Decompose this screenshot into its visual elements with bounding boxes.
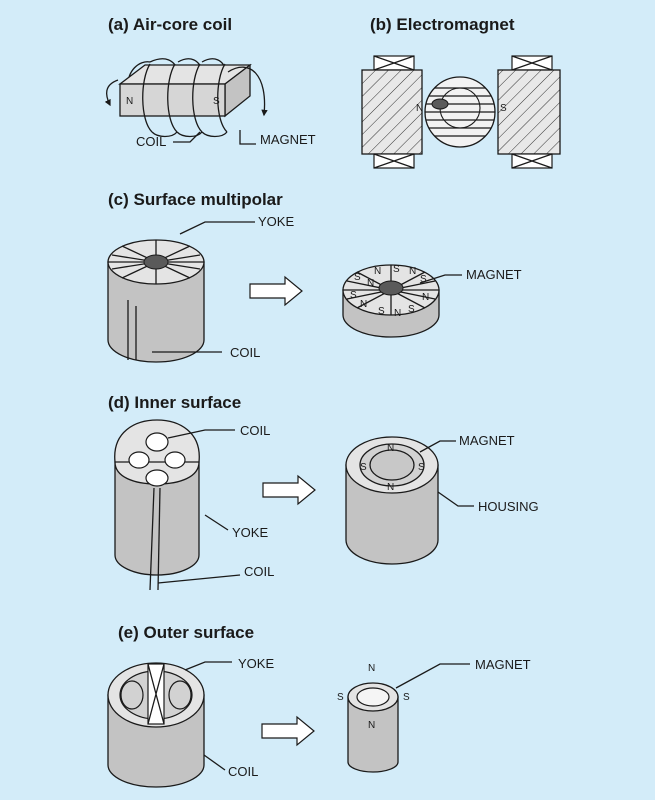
pole-label: S	[378, 306, 385, 317]
pole-label: S	[420, 274, 427, 285]
pole-label: S	[408, 304, 415, 315]
outer-surface-yoke	[107, 662, 205, 788]
pole-label: S	[350, 290, 357, 301]
multipolar-yoke	[107, 239, 205, 363]
pole-s: S	[213, 96, 220, 107]
inner-surface-yoke	[114, 419, 200, 591]
label-coil: COIL	[136, 134, 166, 149]
pole-label: N	[368, 720, 375, 731]
housing-with-inner-magnet: N S N S	[345, 436, 439, 565]
pole-label: N	[368, 663, 375, 674]
label-yoke: YOKE	[238, 656, 274, 671]
panel-d-inner-surface: (d) Inner surface COIL YOKE COIL N	[108, 393, 539, 591]
transform-arrow	[249, 275, 303, 307]
pole-label: N	[387, 482, 394, 493]
pole-label: S	[403, 692, 410, 703]
label-housing: HOUSING	[478, 499, 539, 514]
pole-label: N	[409, 266, 416, 277]
panel-b-electromagnet: (b) Electromagnet	[361, 15, 561, 169]
label-coil: COIL	[230, 345, 260, 360]
transform-arrow	[261, 715, 315, 747]
pole-label: N	[374, 266, 381, 277]
label-magnet: MAGNET	[475, 657, 531, 672]
label-magnet: MAGNET	[459, 433, 515, 448]
label-coil-bottom: COIL	[244, 564, 274, 579]
label-magnet: MAGNET	[260, 132, 316, 147]
pole-label: S	[393, 264, 400, 275]
pole-label: S	[360, 462, 367, 473]
pole-label: S	[418, 462, 425, 473]
pole-label: N	[422, 292, 429, 303]
transform-arrow	[262, 474, 316, 506]
pole-s: S	[500, 103, 507, 114]
label-yoke: YOKE	[232, 525, 268, 540]
right-pole-piece	[497, 55, 561, 169]
panel-e-outer-surface: (e) Outer surface YOKE COIL N S S N MAG	[107, 623, 531, 788]
pole-label: N	[387, 443, 394, 454]
pole-label: N	[394, 308, 401, 319]
pole-label: N	[360, 299, 367, 310]
panel-a-title: (a) Air-core coil	[108, 15, 232, 34]
panel-b-title: (b) Electromagnet	[370, 15, 515, 34]
label-coil-top: COIL	[240, 423, 270, 438]
pole-label: S	[354, 272, 361, 283]
panel-d-title: (d) Inner surface	[108, 393, 241, 412]
pole-n: N	[416, 103, 423, 114]
pole-label: N	[367, 278, 374, 289]
label-yoke: YOKE	[258, 214, 294, 229]
air-core-coil	[104, 63, 268, 138]
label-magnet: MAGNET	[466, 267, 522, 282]
pole-label: S	[337, 692, 344, 703]
pole-n: N	[126, 96, 133, 107]
panel-c-title: (c) Surface multipolar	[108, 190, 283, 209]
magnetized-workpiece: N S	[416, 76, 507, 148]
outer-ring-magnet: N S S N	[337, 663, 410, 773]
panel-a-air-core-coil: (a) Air-core coil N S	[104, 15, 316, 149]
panel-e-title: (e) Outer surface	[118, 623, 254, 642]
left-pole-piece	[361, 55, 423, 169]
multipolar-magnet-disc: N S N S N S N S N S N S	[342, 264, 440, 338]
bar-magnet: N S	[118, 63, 252, 118]
panel-c-surface-multipolar: (c) Surface multipolar YOKE COIL N S N	[107, 190, 522, 363]
label-coil: COIL	[228, 764, 258, 779]
